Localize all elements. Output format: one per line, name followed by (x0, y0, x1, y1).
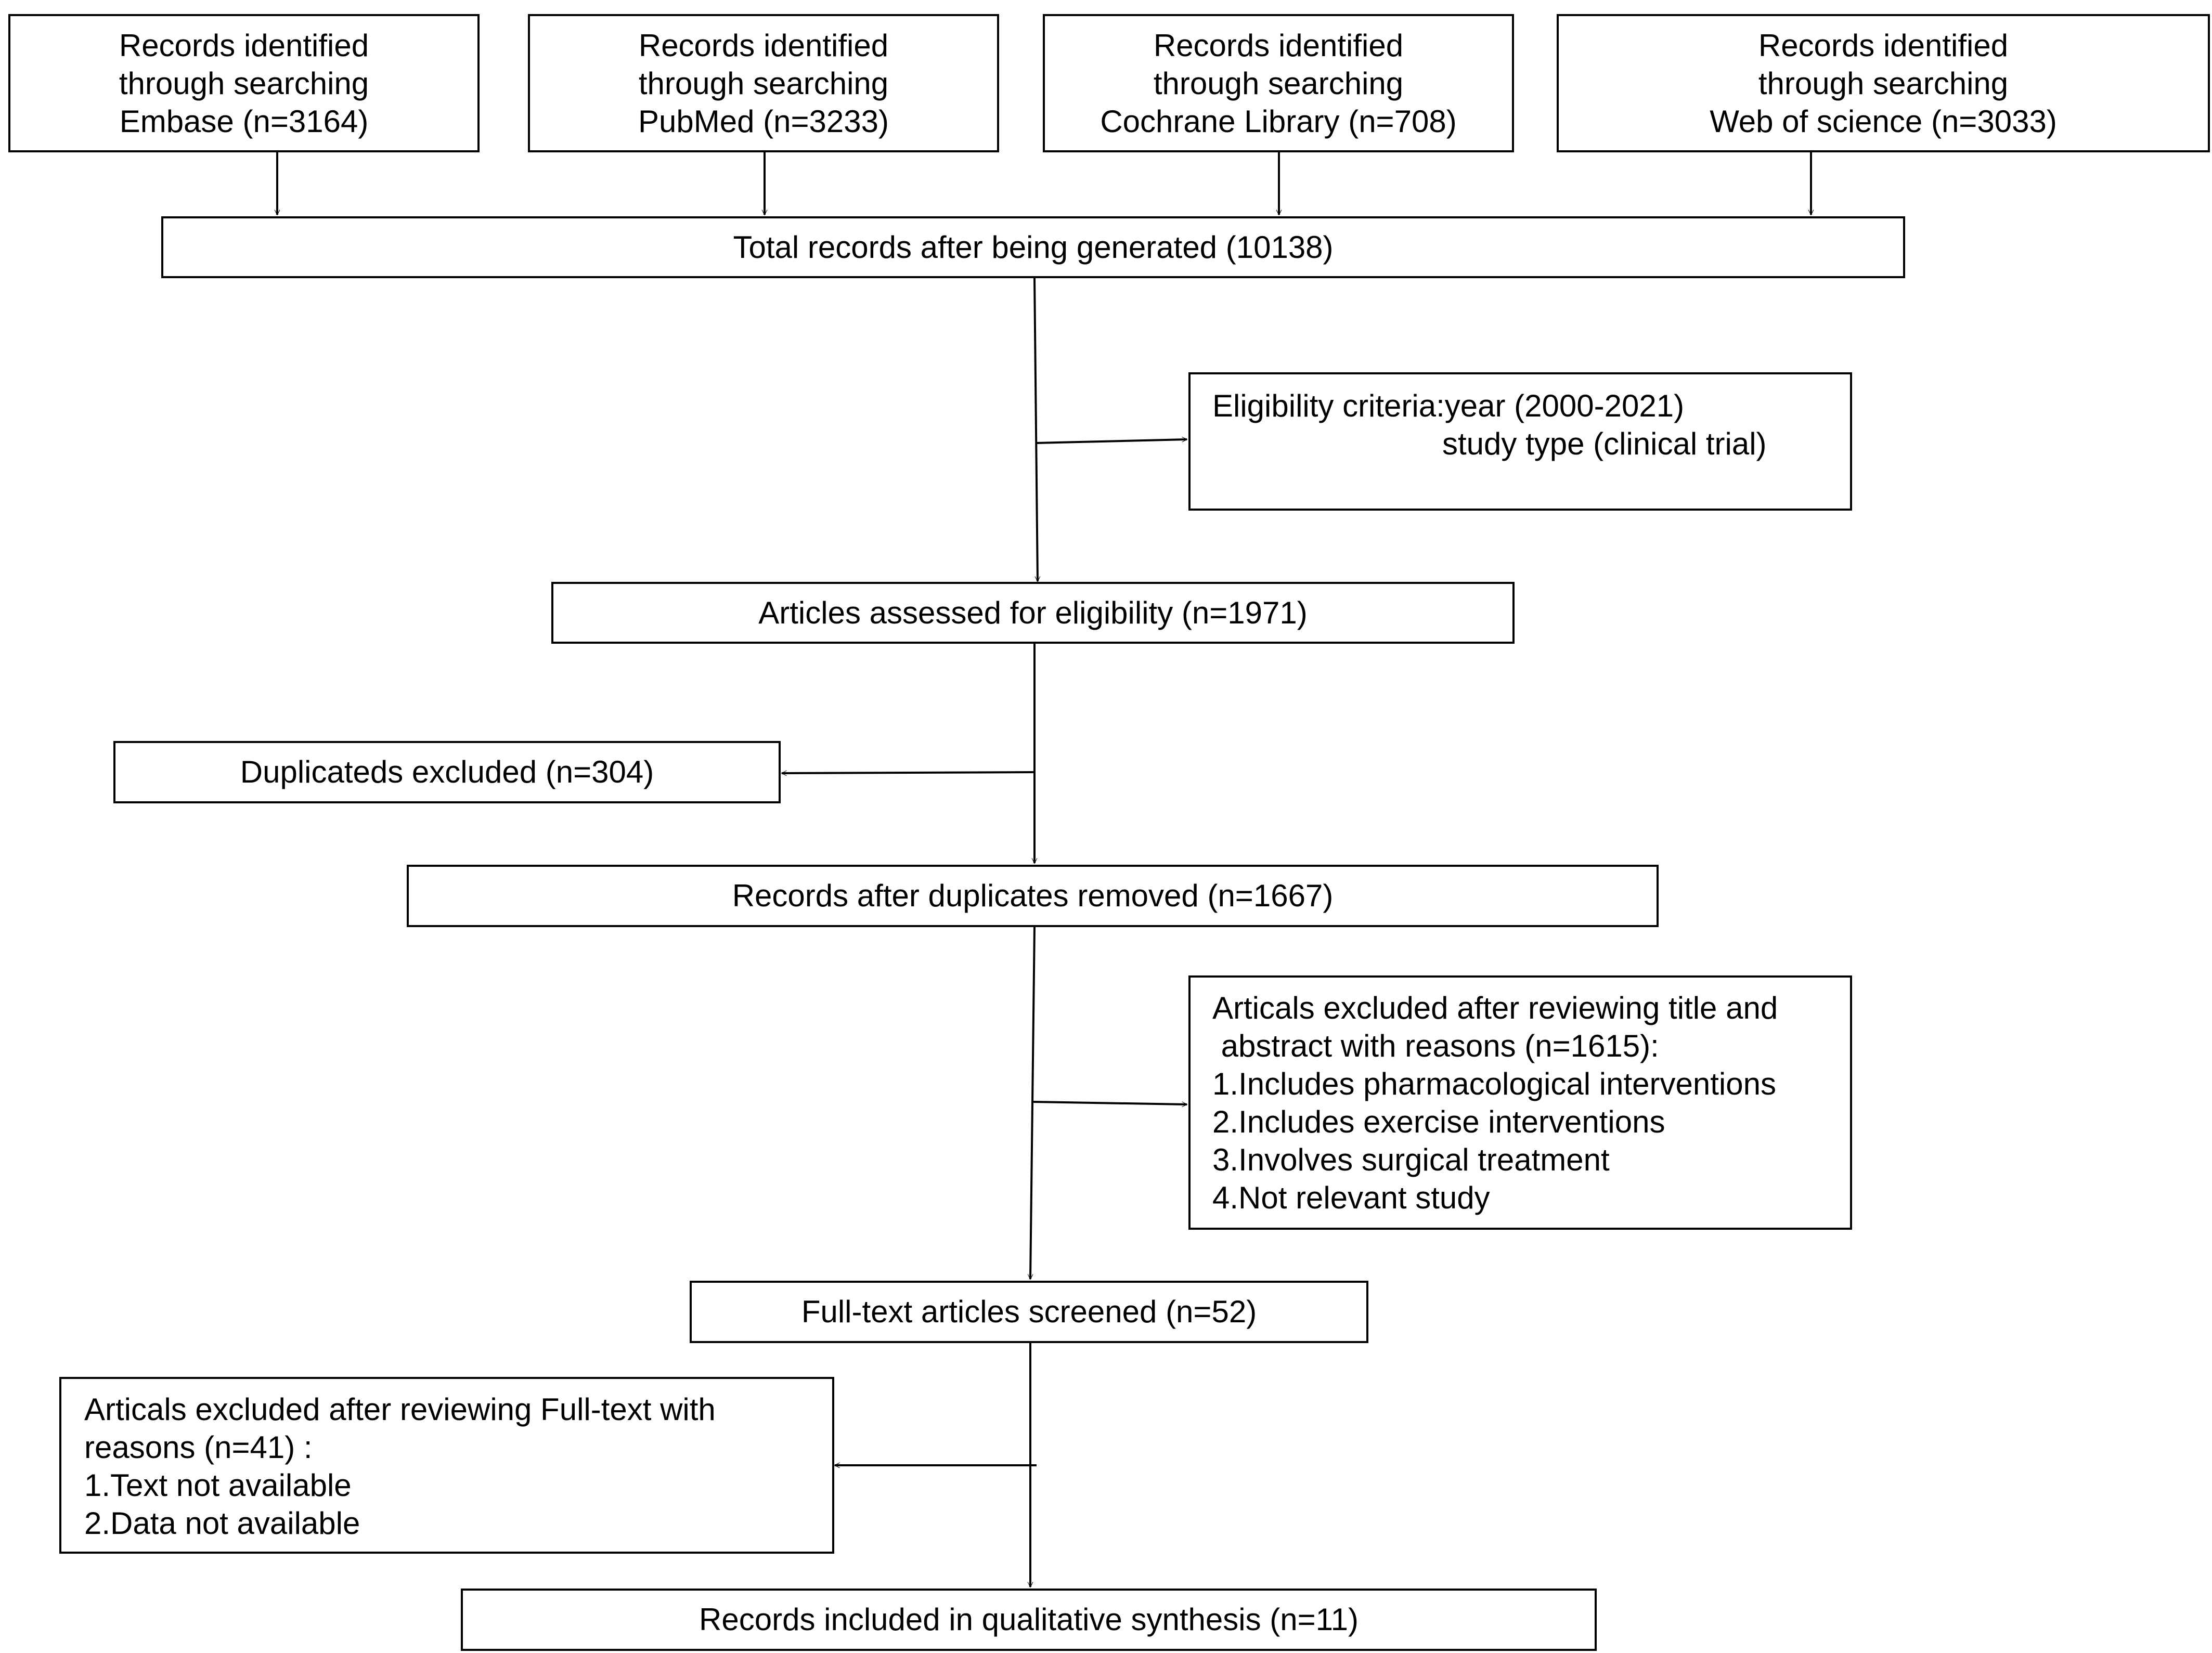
total-records-box: Total records after being generated (101… (161, 216, 1905, 278)
source-label-line1: Records identified (119, 28, 369, 63)
total-records-label: Total records after being generated (101… (733, 229, 1334, 265)
source-label-line2: through searching (1153, 66, 1404, 101)
source-box-cochrane: Records identified through searching Coc… (1043, 14, 1514, 152)
exclusion-reason-item: 2.Data not available (84, 1506, 360, 1541)
arrow-to-duplicates-excluded (781, 770, 1035, 776)
source-label-line3: Web of science (n=3033) (1710, 103, 2057, 139)
duplicates-excluded-box: Duplicateds excluded (n=304) (113, 741, 781, 803)
articles-assessed-label: Articles assessed for eligibility (n=197… (758, 595, 1308, 630)
eligibility-criteria-line1: Eligibility criteria:year (2000-2021) (1212, 388, 1685, 423)
exclusion-reason-item: 2.Includes exercise interventions (1212, 1104, 1665, 1139)
source-box-embase: Records identified through searching Emb… (8, 14, 480, 152)
records-included-box: Records included in qualitative synthesi… (461, 1589, 1597, 1651)
duplicates-excluded-label: Duplicateds excluded (n=304) (240, 754, 654, 789)
source-label-line1: Records identified (638, 28, 889, 63)
fulltext-screened-box: Full-text articles screened (n=52) (690, 1281, 1368, 1343)
source-label-line3: Cochrane Library (n=708) (1100, 103, 1457, 139)
fulltext-screened-label: Full-text articles screened (n=52) (801, 1294, 1257, 1329)
source-label-line1: Records identified (1153, 28, 1404, 63)
exclusion-reason-item: 1.Text not available (84, 1468, 352, 1503)
source-label-line2: through searching (119, 66, 369, 101)
source-label-line2: through searching (1758, 66, 2009, 101)
source-box-web-of-science: Records identified through searching Web… (1557, 14, 2210, 152)
fulltext-exclusion-line2: reasons (n=41) : (84, 1430, 313, 1465)
records-after-duplicates-label: Records after duplicates removed (n=1667… (732, 878, 1334, 913)
title-abstract-exclusion-box: Articals excluded after reviewing title … (1188, 975, 1852, 1230)
source-box-pubmed: Records identified through searching Pub… (528, 14, 999, 152)
source-label-line3: PubMed (n=3233) (638, 103, 889, 139)
eligibility-criteria-line2: study type (clinical trial) (1442, 426, 1767, 461)
records-after-duplicates-box: Records after duplicates removed (n=1667… (407, 865, 1659, 927)
exclusion-reason-item: 4.Not relevant study (1212, 1180, 1490, 1215)
source-label-line3: Embase (n=3164) (119, 103, 369, 139)
eligibility-criteria-box: Eligibility criteria:year (2000-2021) st… (1188, 372, 1852, 511)
title-abstract-exclusion-line1: Articals excluded after reviewing title … (1212, 991, 1778, 1025)
records-included-label: Records included in qualitative synthesi… (699, 1602, 1359, 1637)
fulltext-exclusion-box: Articals excluded after reviewing Full-t… (59, 1377, 834, 1554)
articles-assessed-box: Articles assessed for eligibility (n=197… (551, 582, 1515, 644)
arrow-after-duplicates-to-fulltext (1027, 927, 1036, 1280)
arrow-to-eligibility-criteria (1036, 436, 1188, 444)
exclusion-reason-item: 3.Involves surgical treatment (1212, 1142, 1610, 1177)
arrow-total-to-assessed (1033, 278, 1041, 582)
title-abstract-exclusion-line2: abstract with reasons (n=1615): (1212, 1029, 1659, 1063)
source-label-line1: Records identified (1758, 28, 2009, 63)
source-label-line2: through searching (638, 66, 889, 101)
fulltext-exclusion-line1: Articals excluded after reviewing Full-t… (84, 1392, 716, 1427)
arrow-to-title-abstract-exclusion (1032, 1101, 1188, 1108)
exclusion-reason-item: 1.Includes pharmacological interventions (1212, 1066, 1776, 1101)
